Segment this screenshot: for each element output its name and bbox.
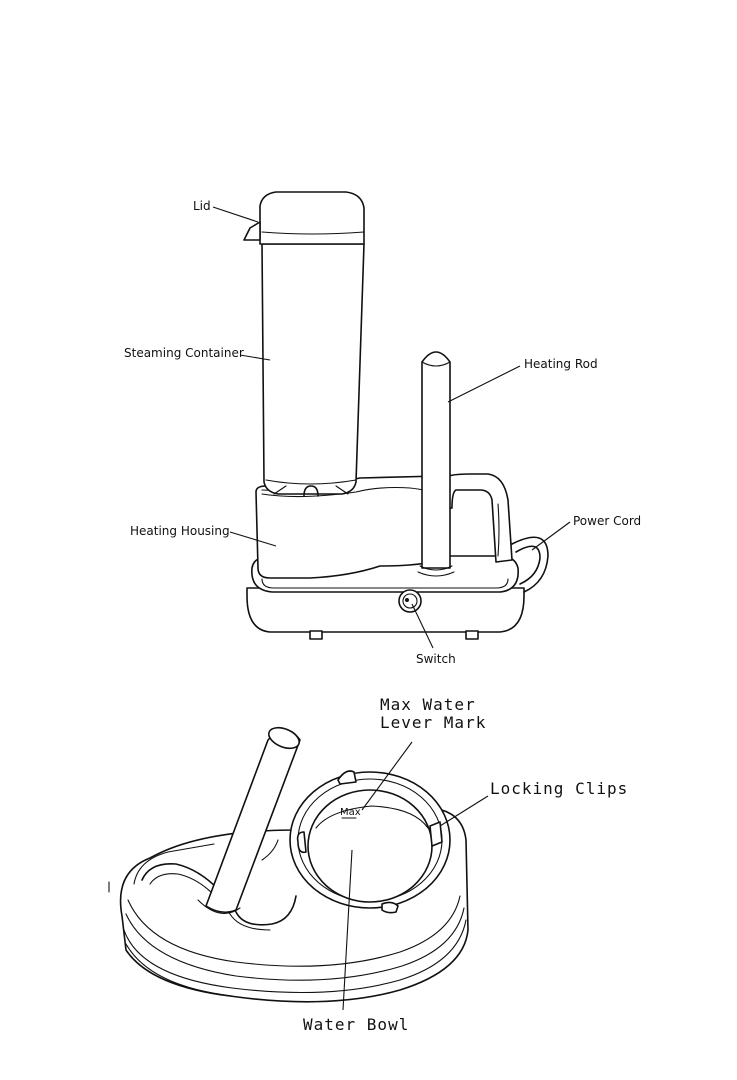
- max-mark-label: Max: [340, 807, 361, 818]
- label-heating-rod: Heating Rod: [524, 357, 598, 371]
- label-locking-clips: Locking Clips: [490, 779, 628, 798]
- label-heating-housing: Heating Housing: [130, 524, 230, 538]
- locking-clip-bottom: [382, 902, 398, 912]
- locking-clip-top: [338, 771, 356, 784]
- label-steaming-container: Steaming Container: [124, 346, 244, 360]
- steaming-container: [262, 244, 364, 496]
- label-water-bowl: Water Bowl: [303, 1015, 409, 1034]
- label-max-water-line1: Max Water: [380, 695, 476, 714]
- assembled-appliance-drawing: Lid Steaming Container Heating Rod Heati…: [124, 192, 641, 666]
- container-lid: [244, 192, 364, 244]
- label-power-cord: Power Cord: [573, 514, 641, 528]
- label-max-water-line2: Lever Mark: [380, 713, 486, 732]
- base-unit-drawing: Max Max Water Lever Mark Locking Clips W…: [109, 695, 628, 1034]
- label-switch: Switch: [416, 652, 456, 666]
- locking-clip-left: [298, 832, 306, 852]
- label-lid: Lid: [193, 199, 211, 213]
- heating-rod: [418, 352, 454, 576]
- power-switch: [399, 590, 421, 612]
- water-bowl: [290, 772, 450, 908]
